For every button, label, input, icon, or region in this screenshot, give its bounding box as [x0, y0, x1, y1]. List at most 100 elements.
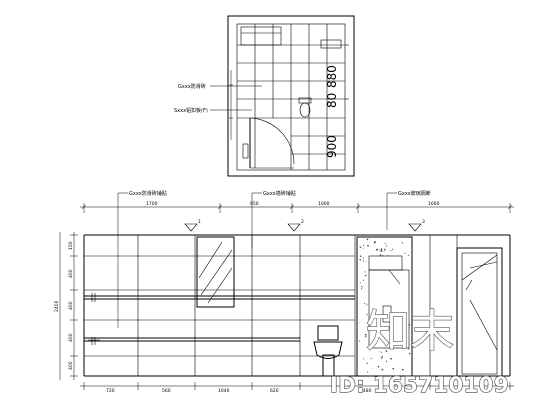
callout-2: Gxxx墙砖铺贴 [263, 190, 296, 197]
stone-speckle [384, 243, 386, 245]
watermark-logo: 知末 [366, 306, 454, 357]
watermark-id: ID: 165710109 [330, 373, 509, 397]
bottom-dim-2: 560 [162, 388, 171, 394]
stone-speckle [392, 367, 395, 370]
bathroom-elevation: Gxxx防滑砖铺贴 Gxxx墙砖铺贴 Gxxx玻璃隔断 1700 950 100… [54, 190, 514, 394]
stone-speckle [359, 259, 361, 261]
stone-speckle [390, 357, 392, 360]
section-marker-2: 2 [301, 219, 304, 225]
stone-speckle [366, 238, 369, 241]
plan-dim-900: 900 [325, 135, 339, 158]
stone-speckle [385, 350, 388, 352]
stone-speckle [367, 244, 369, 247]
watermark: 知末 ID: 165710109 [329, 305, 509, 397]
section-marker-3: 3 [422, 219, 425, 225]
stone-speckle [364, 302, 366, 305]
stone-speckle [379, 250, 381, 252]
stone-speckle [408, 348, 410, 350]
left-dim-3: 400 [68, 301, 74, 310]
stone-speckle [359, 246, 362, 248]
stone-speckle [390, 250, 392, 252]
left-dim-2: 400 [68, 269, 74, 278]
stone-speckle [363, 244, 365, 246]
plan-note-1: Gxxx防滑砖 [178, 83, 206, 90]
plan-door [249, 117, 295, 169]
stone-speckle [366, 305, 367, 307]
stone-speckle [376, 248, 379, 251]
bottom-dim-6: 560 [466, 388, 475, 394]
stone-speckle [359, 282, 361, 284]
stone-speckle [409, 327, 410, 329]
plan-counter [240, 26, 282, 46]
stone-speckle [362, 257, 364, 259]
stone-speckle [408, 323, 411, 326]
plan-outline [227, 15, 355, 177]
stone-speckle [365, 260, 367, 262]
left-dim-5: 400 [68, 361, 74, 370]
stone-speckle [385, 360, 388, 362]
stone-speckle [367, 371, 369, 373]
stone-speckle [358, 340, 360, 342]
stone-speckle [359, 255, 362, 257]
callout-1: Gxxx防滑砖铺贴 [129, 190, 167, 197]
stone-speckle [378, 350, 380, 352]
stone-speckle [366, 362, 368, 364]
stone-speckle [366, 314, 368, 316]
stone-speckle [387, 361, 389, 363]
stone-speckle [380, 250, 383, 252]
stone-speckle [379, 254, 382, 257]
stone-speckle [362, 247, 364, 249]
bathroom-plan: Gxxx防滑砖 Sxxx铝扣板(F) 880 80 900 [174, 15, 355, 177]
bottom-dimension-chain: 720 560 1040 620 1480 560 [80, 382, 514, 394]
left-dim-4: 400 [68, 333, 74, 342]
bottom-dim-3: 1040 [218, 388, 230, 394]
top-dim-1: 1700 [146, 201, 158, 207]
stone-speckle [370, 357, 372, 359]
toilet [313, 325, 343, 377]
stone-speckle [361, 286, 363, 288]
stone-speckle [381, 368, 384, 371]
bottom-dim-1: 720 [106, 388, 115, 394]
stone-speckle [372, 367, 373, 369]
stone-speckle [362, 260, 364, 262]
plan-note-2: Sxxx铝扣板(F) [174, 107, 208, 114]
stone-speckle [383, 251, 385, 252]
stone-speckle [391, 248, 394, 250]
section-markers: 1 2 3 [184, 219, 425, 232]
stone-speckle [364, 271, 366, 273]
stone-speckle [404, 252, 406, 254]
plan-fixture [320, 39, 342, 49]
stone-speckle [364, 274, 367, 277]
stone-speckle [383, 248, 386, 251]
bottom-dim-5: 1480 [360, 388, 372, 394]
stone-speckle [401, 242, 404, 244]
stone-column [356, 236, 413, 377]
stone-speckle [380, 248, 383, 251]
shower-door [456, 247, 503, 377]
stone-speckle [380, 357, 383, 359]
mirror [196, 236, 235, 308]
stone-speckle [381, 356, 383, 358]
stone-speckle [365, 336, 367, 338]
stone-speckle [408, 352, 411, 355]
stone-speckle [362, 279, 365, 281]
plan-tile-grid [237, 24, 345, 170]
plan-dim-80: 80 [325, 93, 339, 108]
stone-speckle [382, 255, 384, 257]
stone-speckle [361, 285, 363, 288]
plan-dim-880: 880 [325, 65, 339, 88]
left-dim-1: 150 [68, 241, 74, 250]
stone-speckle [380, 351, 382, 353]
stone-speckle [367, 327, 369, 329]
top-dim-4: 1660 [428, 201, 440, 207]
height-total: 2400 [54, 300, 60, 312]
stone-speckle [361, 288, 363, 290]
elevation-callouts: Gxxx防滑砖铺贴 Gxxx墙砖铺贴 Gxxx玻璃隔断 [117, 190, 431, 328]
stone-speckle [387, 255, 389, 257]
stone-speckle [374, 241, 376, 243]
top-dim-3: 1000 [318, 201, 330, 207]
wall-tile-grid [84, 235, 356, 376]
stone-speckle [407, 254, 410, 256]
plan-toilet-bowl [299, 102, 311, 118]
